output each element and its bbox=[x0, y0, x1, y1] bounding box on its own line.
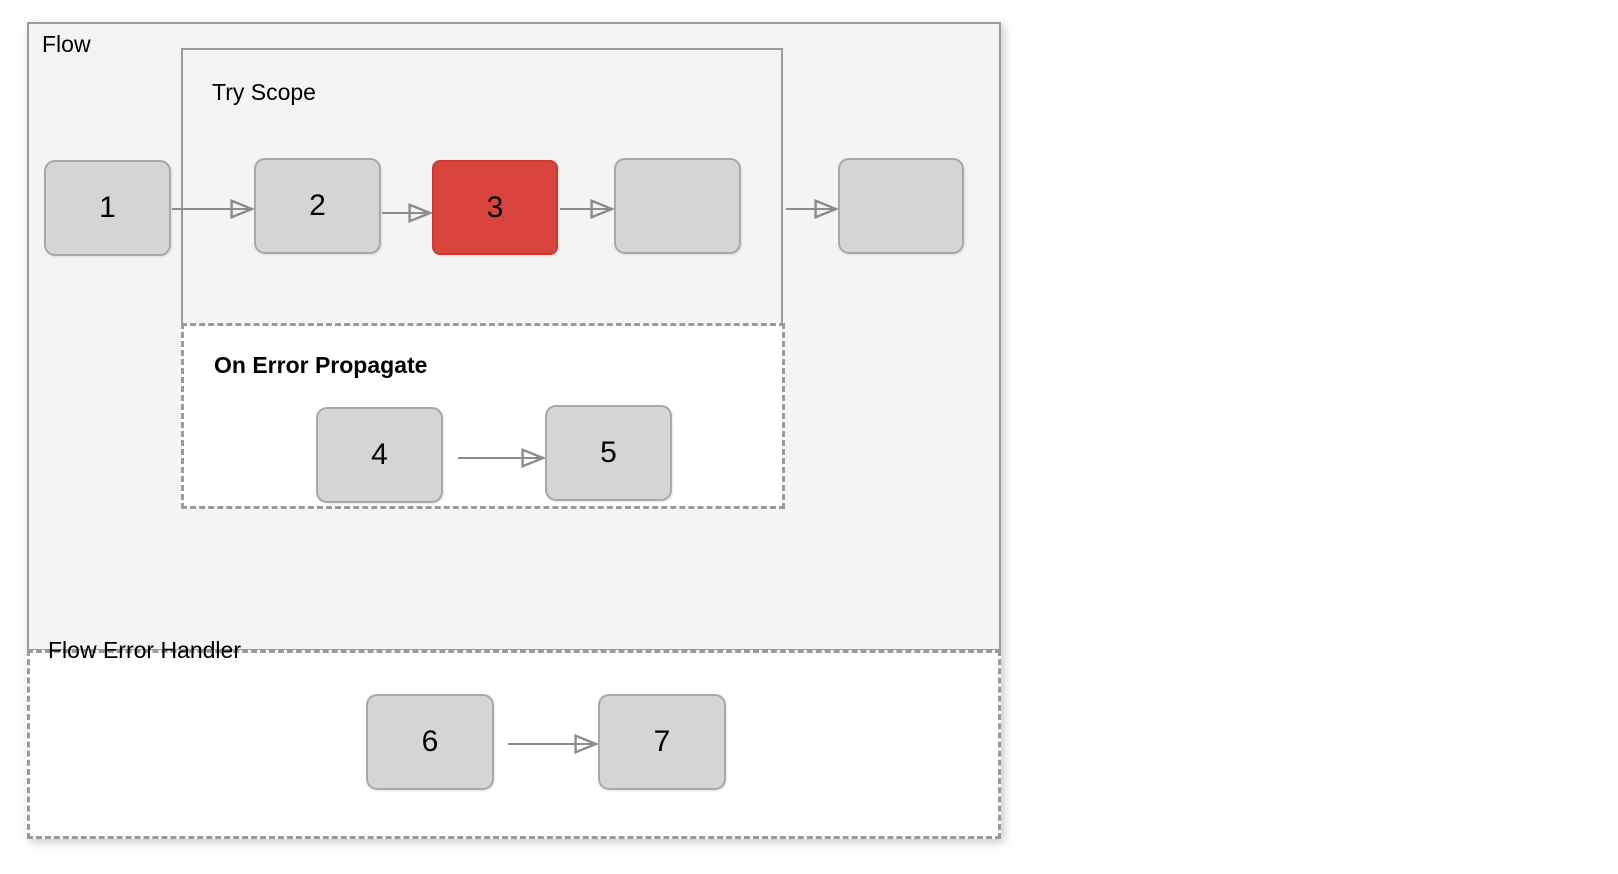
container-on-error-propagate[interactable] bbox=[181, 323, 785, 509]
flow-node-n8[interactable]: 6 bbox=[366, 694, 494, 790]
flow-node-n9[interactable]: 7 bbox=[598, 694, 726, 790]
flow-node-label: 1 bbox=[99, 191, 116, 224]
flow-node-n2[interactable]: 2 bbox=[254, 158, 381, 254]
flow-node-n3[interactable]: 3 bbox=[432, 160, 558, 255]
flow-node-n7[interactable]: 5 bbox=[545, 405, 672, 501]
flow-node-label: 7 bbox=[653, 725, 671, 758]
container-flow-label: Flow bbox=[42, 31, 91, 57]
flow-node-n6[interactable]: 4 bbox=[316, 407, 443, 503]
flow-node-label: 4 bbox=[371, 438, 388, 471]
flow-node-n1[interactable]: 1 bbox=[44, 160, 171, 256]
flow-node-label: 2 bbox=[309, 189, 326, 222]
flow-node-label: 5 bbox=[600, 436, 617, 469]
flow-node-n5[interactable] bbox=[838, 158, 964, 254]
flow-node-label: 3 bbox=[486, 190, 504, 224]
container-flow-error-handler-label: Flow Error Handler bbox=[48, 637, 241, 663]
container-flow-error-handler[interactable] bbox=[27, 650, 1001, 839]
container-try-scope-label: Try Scope bbox=[212, 79, 316, 105]
container-on-error-propagate-label: On Error Propagate bbox=[214, 352, 428, 378]
flow-node-label: 6 bbox=[421, 725, 439, 758]
flow-node-n4[interactable] bbox=[614, 158, 741, 254]
